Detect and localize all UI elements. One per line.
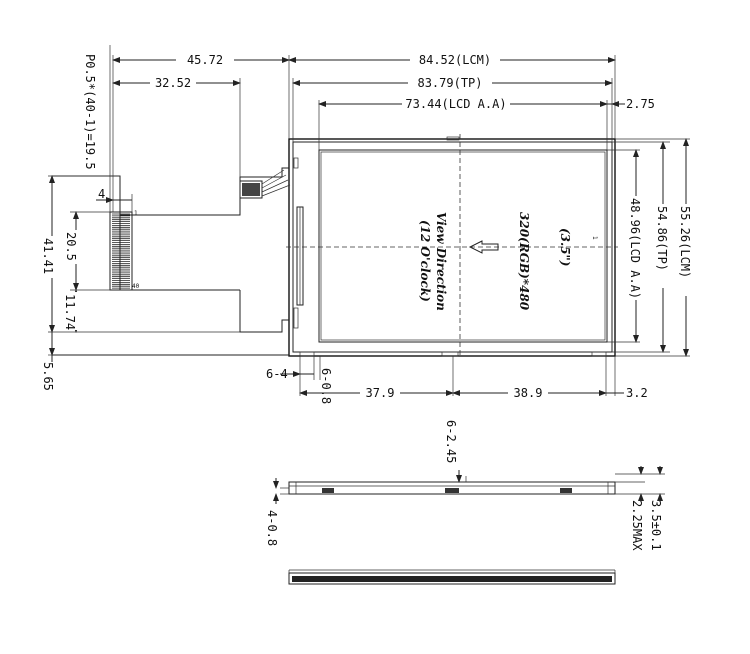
dim-6-0-8: 6-0.8 — [319, 368, 333, 404]
dim-55-26: 55.26(LCM) — [678, 206, 692, 278]
profile-body — [288, 572, 616, 585]
left-dimensions: P0.5*(40-1)=19.5 4 20.5 41.41 11.74 5.65 — [41, 45, 240, 391]
dim-6-2-45: 6-2.45 — [444, 420, 458, 463]
fpc-cable: 1 40 — [51, 167, 291, 356]
finger-lines — [112, 213, 130, 289]
fpc-connector-body — [242, 183, 260, 196]
dim-3-2: 3.2 — [626, 386, 648, 400]
side-view: 6-2.45 4-0.8 2.25MAX 3.5±0.1 — [265, 420, 665, 551]
size-label: (3.5") — [558, 228, 572, 266]
view-direction-label: View Direction — [434, 212, 448, 311]
dim-2-25: 2.25MAX — [630, 500, 644, 551]
dim-3-5: 3.5±0.1 — [649, 500, 663, 551]
profile-fill — [292, 576, 612, 582]
dim-pitch: P0.5*(40-1)=19.5 — [83, 54, 97, 170]
dim-5-65: 5.65 — [41, 362, 55, 391]
pin-mark-label: 1 — [591, 236, 598, 240]
lcd-active-area-inner — [320, 151, 606, 341]
side-tab-3 — [560, 488, 572, 493]
dim-48-96: 48.96(LCD A.A) — [628, 198, 642, 299]
clock-label: (12 O'clock) — [418, 220, 432, 302]
side-tab-2 — [445, 488, 459, 493]
right-dimensions: 48.96(LCD A.A) 54.86(TP) 55.26(LCM) — [607, 138, 694, 357]
dim-45-72: 45.72 — [187, 53, 223, 67]
pin1-label: 1 — [134, 210, 138, 217]
dim-32-52: 32.52 — [155, 76, 191, 90]
dim-4: 4 — [98, 187, 105, 201]
dim-37-9: 37.9 — [366, 386, 395, 400]
side-tab-1 — [322, 488, 334, 493]
fpc-outline — [51, 167, 289, 356]
view-direction-arrow — [468, 240, 499, 254]
bottom-dimensions: 6-4 6-0.8 37.9 38.9 3.2 — [266, 356, 648, 404]
dim-54-86: 54.86(TP) — [655, 206, 669, 271]
dim-4-0-8: 4-0.8 — [265, 510, 279, 546]
dim-83-79: 83.79(TP) — [417, 76, 482, 90]
dim-11-74: 11.74 — [63, 294, 77, 330]
front-view: (3.5") 320(RGB)*480 View Direction (12 O… — [286, 134, 618, 358]
bottom-profile-view — [288, 569, 616, 585]
resolution-label: 320(RGB)*480 — [517, 212, 531, 311]
dim-6-4: 6-4 — [266, 367, 288, 381]
dim-38-9: 38.9 — [514, 386, 543, 400]
dim-41-41: 41.41 — [41, 238, 55, 274]
lcd-active-area — [318, 149, 608, 343]
dim-84-52: 84.52(LCM) — [419, 53, 491, 67]
gold-fingers — [109, 211, 133, 291]
top-tab — [446, 136, 460, 141]
bottom-tab-3 — [591, 351, 607, 357]
dim-73-44: 73.44(LCD A.A) — [405, 97, 506, 111]
bottom-tab-2 — [441, 351, 459, 357]
pin40-label: 40 — [132, 283, 140, 290]
bottom-tab-1 — [299, 351, 315, 357]
fpc-connector — [239, 180, 263, 199]
top-dimensions: 45.72 84.52(LCM) 32.52 83.79(TP) 73.44(L… — [112, 52, 655, 212]
dim-20-5: 20.5 — [64, 232, 78, 261]
dim-2-75: 2.75 — [626, 97, 655, 111]
